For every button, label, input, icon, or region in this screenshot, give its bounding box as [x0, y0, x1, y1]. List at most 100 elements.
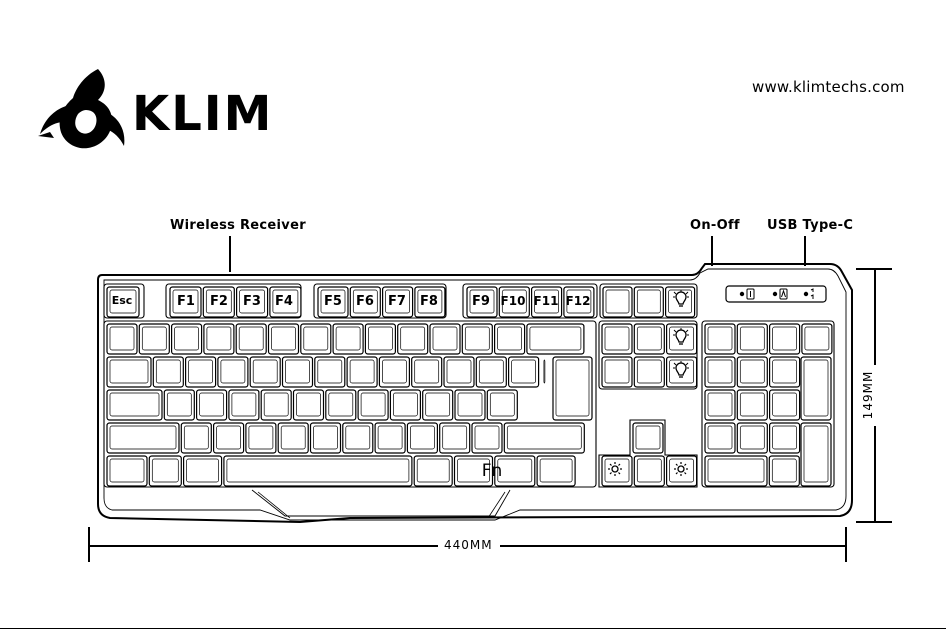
keycap: [770, 390, 800, 420]
keycap: [283, 357, 313, 387]
keycap: [537, 456, 575, 486]
key-f12: F12: [566, 294, 591, 308]
keycap: [236, 324, 266, 354]
keycap: [149, 456, 181, 486]
keycap: [390, 390, 420, 420]
keycap: [218, 357, 248, 387]
key-f4: F4: [275, 294, 293, 309]
keycap: [509, 357, 539, 387]
keycap: [737, 324, 767, 354]
keycap: [770, 324, 800, 354]
keycap: [603, 287, 632, 317]
keycap: [633, 423, 663, 453]
keycap: [172, 324, 202, 354]
key-f5: F5: [324, 294, 342, 309]
width-dimension-label: 440MM: [440, 538, 497, 552]
keycap: [634, 357, 664, 387]
keycap: [375, 423, 405, 453]
keycap: [333, 324, 363, 354]
keycap: [770, 357, 800, 387]
keycap: [487, 390, 517, 420]
keycap: [164, 390, 194, 420]
keycap: [444, 357, 474, 387]
keycap: [186, 357, 216, 387]
keycap: [495, 324, 525, 354]
footer-rule: [0, 628, 946, 629]
keycap: [462, 324, 492, 354]
keycap: [184, 456, 222, 486]
caps-lock-indicator-icon: [773, 289, 787, 299]
keycap: [311, 423, 341, 453]
keycap: [770, 423, 800, 453]
keycap: [423, 390, 453, 420]
keycap: [204, 324, 234, 354]
keycap: [414, 456, 452, 486]
keycap: [107, 390, 162, 420]
key-f9: F9: [472, 294, 490, 309]
keycap: [705, 357, 735, 387]
key-f3: F3: [243, 294, 261, 309]
keycap: [527, 324, 584, 354]
keycap: [667, 324, 697, 354]
keycap: [476, 357, 506, 387]
keycap: [705, 423, 735, 453]
keycap: [347, 357, 377, 387]
keycap: [544, 360, 545, 383]
keycap: [379, 357, 409, 387]
keycap: [634, 287, 663, 317]
keycap: [398, 324, 428, 354]
keycap: [343, 423, 373, 453]
keycap: [430, 324, 460, 354]
keycap: [326, 390, 356, 420]
keycap: [455, 390, 485, 420]
keycap: [246, 423, 276, 453]
key-f6: F6: [356, 294, 374, 309]
keycap: [107, 456, 147, 486]
keycap: [737, 390, 767, 420]
keycap: [801, 423, 831, 486]
keycap: [301, 324, 331, 354]
keycap: [229, 390, 259, 420]
keycap: [737, 357, 767, 387]
keycap: [107, 423, 179, 453]
keycap: [412, 357, 442, 387]
keycap: [801, 357, 831, 420]
keycap: [315, 357, 345, 387]
key-f1: F1: [177, 294, 195, 309]
keycap: [139, 324, 169, 354]
key-f2: F2: [210, 294, 228, 309]
keycap: [261, 390, 291, 420]
keycap: [278, 423, 308, 453]
keycap: [634, 456, 664, 486]
key-esc: Esc: [112, 294, 133, 307]
keycap: [705, 324, 735, 354]
keycap: [107, 324, 137, 354]
keycap: [440, 423, 470, 453]
keycap: [705, 390, 735, 420]
keycap: [250, 357, 280, 387]
keycap: [802, 324, 832, 354]
keycap: [153, 357, 183, 387]
keycap: [634, 324, 664, 354]
keycap: [358, 390, 388, 420]
keycap: [197, 390, 227, 420]
key-f10: F10: [501, 294, 526, 308]
keycap: [214, 423, 244, 453]
keycap: [602, 324, 632, 354]
keycap: [181, 423, 211, 453]
keycap: [667, 456, 697, 486]
keycap: [407, 423, 437, 453]
key-f8: F8: [420, 294, 438, 309]
num-lock-indicator-icon: [740, 289, 754, 299]
key-f7: F7: [388, 294, 406, 309]
keycap: [504, 423, 584, 453]
keycap: [667, 357, 697, 387]
keycap: [737, 423, 767, 453]
key-f11: F11: [534, 294, 559, 308]
keycap: [602, 357, 632, 387]
keycap: [107, 357, 151, 387]
scroll-lock-indicator-icon: [804, 289, 813, 299]
keycap: [269, 324, 299, 354]
keycap: [224, 456, 412, 486]
